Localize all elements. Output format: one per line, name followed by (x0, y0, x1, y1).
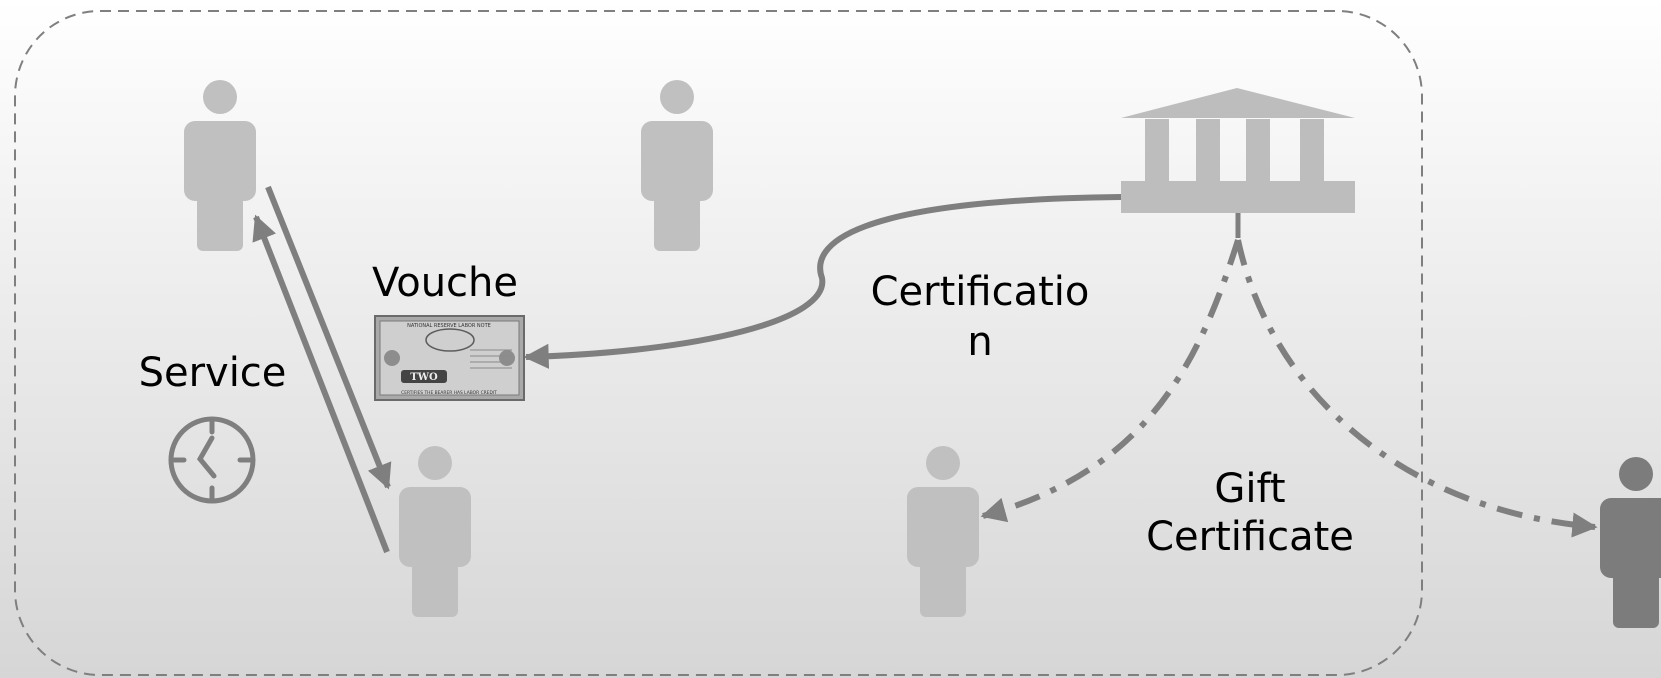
certification-label-line1: Certificatio (870, 269, 1090, 315)
voucher-footer-text: CERTIFIES THE BEARER HAS LABOR CREDIT (401, 390, 497, 396)
person-icon-bottom-center (907, 446, 979, 617)
voucher-denomination-text: TWO (410, 372, 438, 383)
bank-building-icon (1121, 88, 1355, 213)
clock-icon (168, 416, 256, 504)
community-boundary (14, 10, 1423, 676)
gift-certificate-label-line1: Gift (1214, 466, 1286, 512)
service-arrow-up (252, 214, 390, 554)
person-icon-top-left (184, 80, 256, 251)
person-icon-top-center (641, 80, 713, 251)
service-label: Service (138, 350, 287, 396)
person-icon-bottom-left (399, 446, 471, 617)
gift-arrow-inside (980, 239, 1241, 523)
certification-arrow (523, 194, 1122, 369)
service-arrow-down (265, 185, 392, 490)
certification-label-line2: n (967, 319, 993, 365)
voucher-label: Vouche (371, 260, 519, 306)
gift-arrow-outside (1235, 239, 1598, 538)
person-icon-outside-right (1600, 457, 1661, 628)
voucher-banknote-icon: NATIONAL RESERVE LABOR NOTE TWO CERTIFIE… (374, 315, 525, 401)
voucher-header-text: NATIONAL RESERVE LABOR NOTE (407, 323, 491, 329)
gift-certificate-label-line2: Certificate (1146, 514, 1354, 560)
